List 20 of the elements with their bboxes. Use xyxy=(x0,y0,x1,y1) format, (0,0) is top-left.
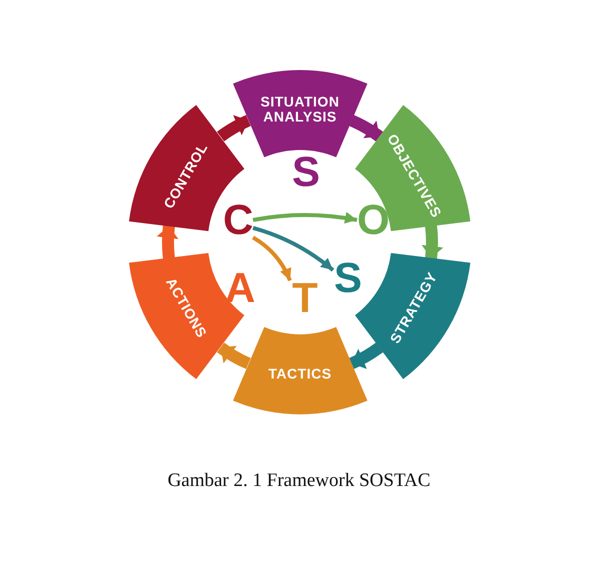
wheel-segment xyxy=(232,326,368,414)
arrow xyxy=(349,115,383,142)
arrow xyxy=(156,225,179,259)
arrow xyxy=(349,342,383,369)
letter: C xyxy=(223,196,253,244)
arrow xyxy=(252,226,334,272)
arrow xyxy=(421,225,444,259)
caption: Gambar 2. 1 Framework SOSTAC xyxy=(166,470,432,492)
arrow xyxy=(217,342,251,369)
wheel-segment xyxy=(232,70,368,158)
letter: T xyxy=(290,274,320,322)
segment-label: SITUATION ANALYSIS xyxy=(260,94,340,126)
arrow xyxy=(252,236,292,282)
arrow xyxy=(252,212,358,224)
letter: A xyxy=(225,264,255,312)
letter: S xyxy=(291,148,321,196)
letter: O xyxy=(357,196,387,244)
segment-label: TACTICS xyxy=(268,366,332,382)
arrow xyxy=(217,115,251,142)
letter: S xyxy=(333,254,363,302)
